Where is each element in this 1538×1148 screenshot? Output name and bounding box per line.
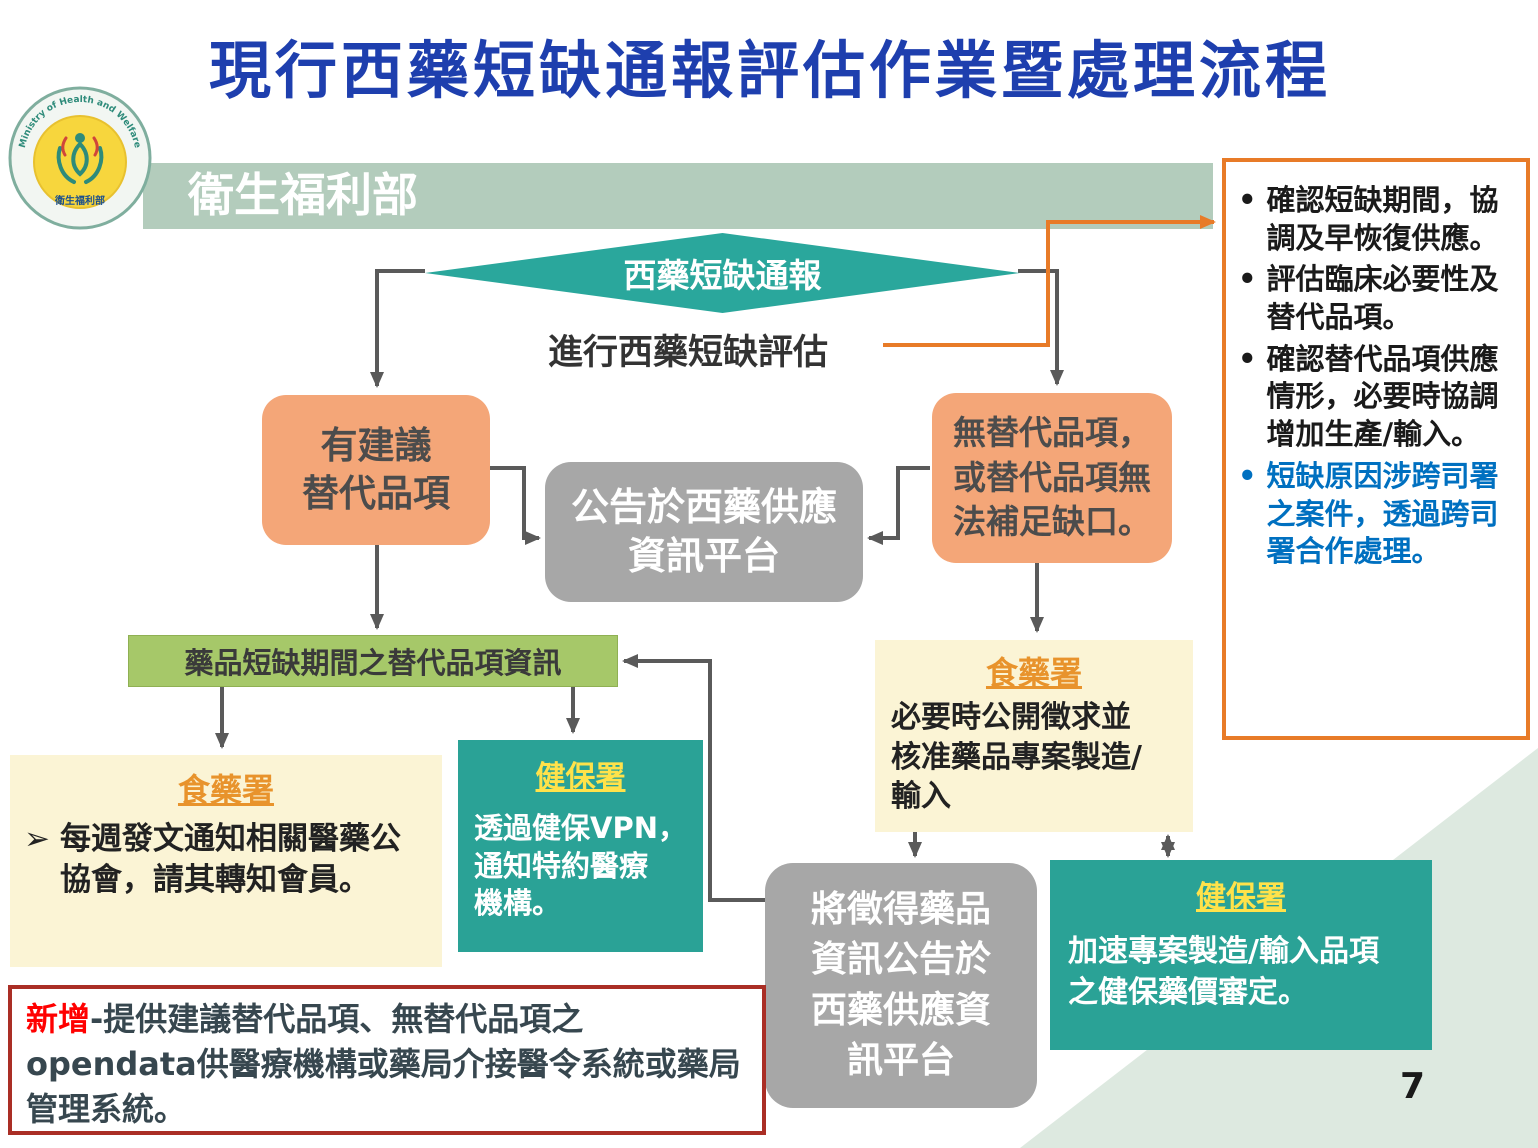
new-feature-prefix: 新增	[26, 1000, 91, 1038]
assessment-detail-panel: 確認短缺期間，協調及早恢復供應。 評估臨床必要性及替代品項。 確認替代品項供應情…	[1222, 158, 1530, 740]
logo-name-text: 衛生福利部	[54, 194, 105, 207]
ministry-band: 衛生福利部	[143, 163, 1213, 229]
collected-announce-box: 將徵得藥品 資訊公告於 西藥供應資 訊平台	[765, 863, 1037, 1108]
new-feature-body: -提供建議替代品項、無替代品項之opendata供醫療機構或藥局介接醫令系統或藥…	[26, 1000, 741, 1128]
assessment-detail-list: 確認短缺期間，協調及早恢復供應。 評估臨床必要性及替代品項。 確認替代品項供應情…	[1232, 182, 1518, 571]
fda-solicit-title: 食藥署	[985, 654, 1082, 692]
fda-notify-box: 食藥署 ➢ 每週發文通知相關醫藥公協會，請其轉知會員。	[10, 755, 442, 967]
list-item-text: 短缺原因涉跨司署之案件，透過跨司署合作處理。	[1266, 458, 1499, 569]
list-item-highlight: 短缺原因涉跨司署之案件，透過跨司署合作處理。	[1232, 458, 1518, 571]
nhi-vpn-box: 健保署 透過健保VPN， 通知特約醫療 機構。	[458, 740, 703, 952]
has-alternatives-box: 有建議 替代品項	[262, 395, 490, 545]
ministry-logo-icon: Ministry of Health and Welfare 衛生福利部	[8, 86, 152, 230]
ministry-logo: Ministry of Health and Welfare 衛生福利部	[8, 86, 152, 230]
nhi-pricing-box: 健保署 加速專案製造/輸入品項 之健保藥價審定。	[1050, 860, 1432, 1050]
list-item-text: 評估臨床必要性及替代品項。	[1266, 262, 1499, 335]
report-diamond: 西藥短缺通報	[425, 233, 1020, 313]
assessment-label: 進行西藥短缺評估	[548, 333, 829, 373]
list-item-text: 確認替代品項供應情形，必要時協調增加生產/輸入。	[1266, 341, 1499, 452]
alternative-info-box: 藥品短缺期間之替代品項資訊	[128, 635, 618, 687]
fda-notify-body: 每週發文通知相關醫藥公協會，請其轉知會員。	[59, 821, 401, 898]
new-feature-note: 新增-提供建議替代品項、無替代品項之opendata供醫療機構或藥局介接醫令系統…	[8, 985, 766, 1135]
list-item: 確認替代品項供應情形，必要時協調增加生產/輸入。	[1232, 341, 1518, 454]
nhi-pricing-title: 健保署	[1196, 880, 1286, 915]
logo-accent-icon	[61, 136, 99, 157]
list-item: 評估臨床必要性及替代品項。	[1232, 261, 1518, 336]
arrow-bullet-icon: ➢	[24, 821, 50, 857]
fda-solicit-body: 必要時公開徵求並 核准藥品專案製造/ 輸入	[891, 700, 1142, 815]
report-diamond-label: 西藥短缺通報	[623, 256, 822, 295]
list-item: 確認短缺期間，協調及早恢復供應。	[1232, 182, 1518, 257]
nhi-vpn-title: 健保署	[535, 760, 626, 795]
page-number: 7	[1400, 1066, 1426, 1107]
fda-solicit-box: 食藥署 必要時公開徵求並 核准藥品專案製造/ 輸入	[875, 640, 1193, 832]
nhi-pricing-body: 加速專案製造/輸入品項 之健保藥價審定。	[1068, 934, 1379, 1010]
list-item-text: 確認短缺期間，協調及早恢復供應。	[1266, 183, 1499, 255]
ministry-band-label: 衛生福利部	[188, 168, 418, 222]
fda-notify-title: 食藥署	[177, 771, 274, 809]
page-title: 現行西藥短缺通報評估作業暨處理流程	[208, 34, 1331, 107]
no-alternatives-box: 無替代品項， 或替代品項無 法補足缺口。	[932, 393, 1172, 563]
logo-figure-icon	[56, 133, 104, 184]
announce-platform-box: 公告於西藥供應 資訊平台	[545, 462, 863, 602]
nhi-vpn-body: 透過健保VPN， 通知特約醫療 機構。	[474, 811, 687, 921]
